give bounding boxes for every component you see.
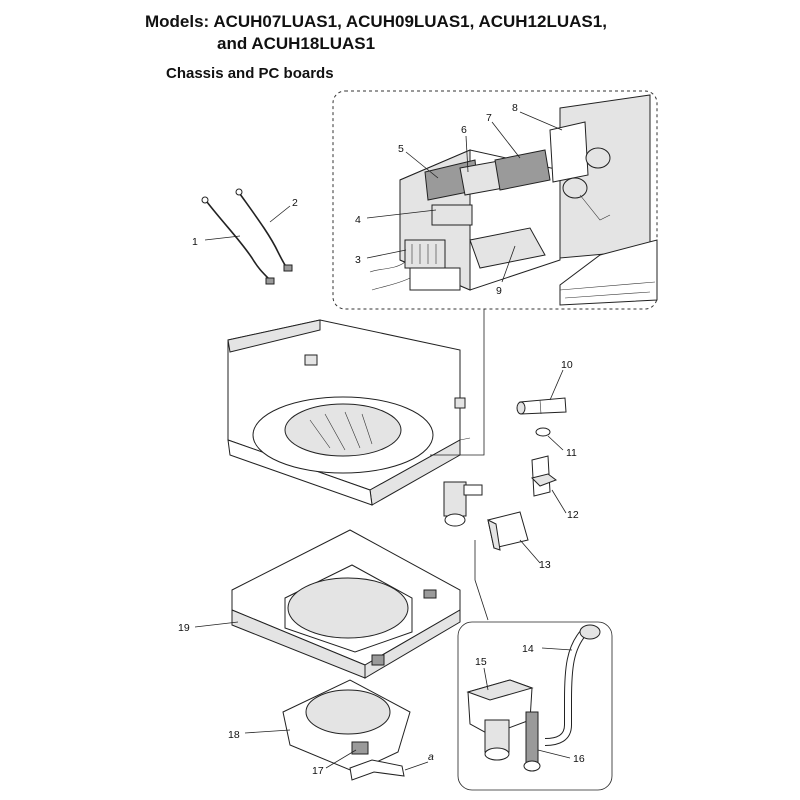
direction-arrow-a (349, 759, 405, 781)
pc-board-assembly (369, 94, 658, 306)
callout-a: a (428, 751, 434, 763)
callout-14: 14 (522, 643, 534, 655)
callout-10: 10 (561, 359, 573, 371)
callout-13: 13 (539, 559, 551, 571)
drain-pump-detail-box (457, 621, 613, 791)
part-17 (351, 741, 369, 755)
callout-7: 7 (486, 112, 492, 124)
bracket-12 (531, 455, 558, 497)
bracket-8 (549, 121, 589, 183)
callout-4: 4 (355, 214, 361, 226)
callout-labels: 1 2 3 4 5 6 7 8 9 10 11 12 13 14 15 16 1… (178, 102, 585, 777)
callout-6: 6 (461, 124, 467, 136)
callout-5: 5 (398, 143, 404, 155)
leader-detail-box-2 (474, 540, 489, 621)
callout-9: 9 (496, 285, 502, 297)
callout-11: 11 (566, 447, 577, 459)
callout-17: 17 (312, 765, 324, 777)
bracket-13 (487, 511, 529, 551)
drain-pan-19 (231, 529, 461, 679)
callout-16: 16 (573, 753, 585, 765)
drain-pump-15 (466, 679, 534, 761)
leader-detail-box-1 (430, 309, 485, 456)
main-chassis (227, 319, 471, 506)
callout-8: 8 (512, 102, 518, 114)
pc-board-7 (494, 149, 551, 191)
pc-board-9 (469, 227, 546, 269)
sensor-wires (201, 188, 293, 285)
section-subtitle: Chassis and PC boards (166, 65, 334, 82)
grille-panel-18 (282, 679, 411, 773)
float-switch-16 (523, 711, 541, 772)
title-line-2: and ACUH18LUAS1 (217, 34, 376, 53)
terminal-block (404, 239, 446, 269)
callout-3: 3 (355, 254, 361, 266)
drain-pipe-14 (544, 624, 601, 746)
callout-18: 18 (228, 729, 240, 741)
callout-leaders (194, 111, 573, 769)
pc-board-detail-box (332, 90, 658, 310)
hose-clamp-11 (535, 427, 551, 437)
callout-2: 2 (292, 197, 298, 209)
title-line-1: Models: ACUH07LUAS1, ACUH09LUAS1, ACUH12… (145, 12, 607, 31)
callout-1: 1 (192, 236, 198, 248)
callout-19: 19 (178, 622, 190, 634)
pc-board-4 (431, 204, 473, 226)
callout-15: 15 (475, 656, 487, 668)
callout-12: 12 (567, 509, 579, 521)
drain-pump-small (443, 481, 483, 527)
drain-hose-10 (516, 397, 567, 415)
page-title: Models: ACUH07LUAS1, ACUH09LUAS1, ACUH12… (145, 11, 607, 55)
